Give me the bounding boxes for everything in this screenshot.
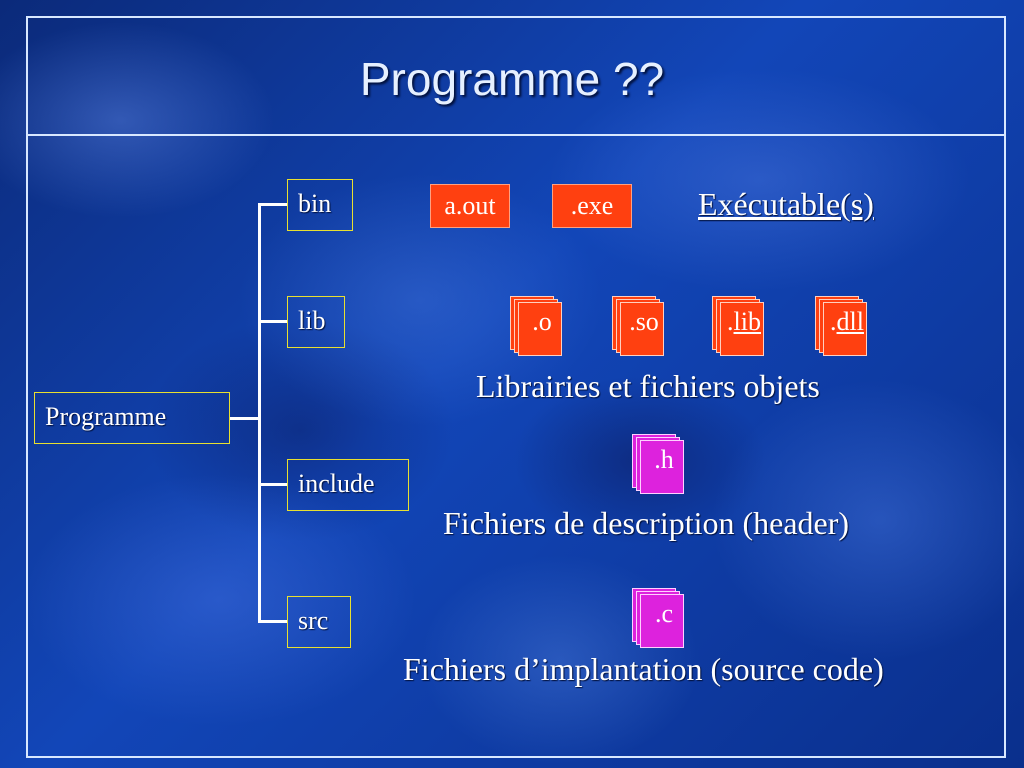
slide-title: Programme ?? (359, 53, 665, 105)
file-lib-name: lib (733, 307, 761, 336)
file-aout: a.out (430, 184, 510, 228)
tree-node-lib: lib (287, 296, 345, 348)
caption-executables: Exécutable(s) (698, 186, 874, 222)
caption-libraries: Librairies et fichiers objets (476, 368, 820, 404)
file-stack-dll: .dll (815, 296, 869, 356)
file-exe: .exe (552, 184, 632, 228)
file-stack-so: .so (612, 296, 666, 356)
file-stack-lib: .lib (712, 296, 766, 356)
tree-branch-bin (258, 203, 288, 206)
file-dll-name: dll (836, 307, 864, 336)
file-stack-h: .h (632, 434, 686, 494)
tree-branch-include (258, 483, 288, 486)
slide-frame (26, 16, 1006, 758)
tree-trunk (258, 203, 261, 623)
file-so-dot: . (629, 307, 636, 336)
tree-branch-lib (258, 320, 288, 323)
file-c-label: .c (654, 599, 674, 628)
tree-node-programme: Programme (34, 392, 230, 444)
tree-node-bin: bin (287, 179, 353, 231)
tree-node-include: include (287, 459, 409, 511)
title-divider (26, 134, 1006, 136)
file-lib-dot: . (727, 307, 734, 336)
file-o-dot: . (532, 307, 539, 336)
tree-node-src: src (287, 596, 351, 648)
caption-sources: Fichiers d’implantation (source code) (403, 651, 884, 687)
caption-headers: Fichiers de description (header) (443, 505, 850, 541)
file-o-name: o (538, 307, 552, 336)
file-stack-c: .c (632, 588, 686, 648)
file-stack-o: .o (510, 296, 564, 356)
tree-root-connector (230, 417, 260, 420)
file-dll-dot: . (830, 307, 837, 336)
tree-branch-src (258, 620, 288, 623)
file-h-label: .h (654, 445, 674, 474)
file-so-name: so (635, 307, 659, 336)
